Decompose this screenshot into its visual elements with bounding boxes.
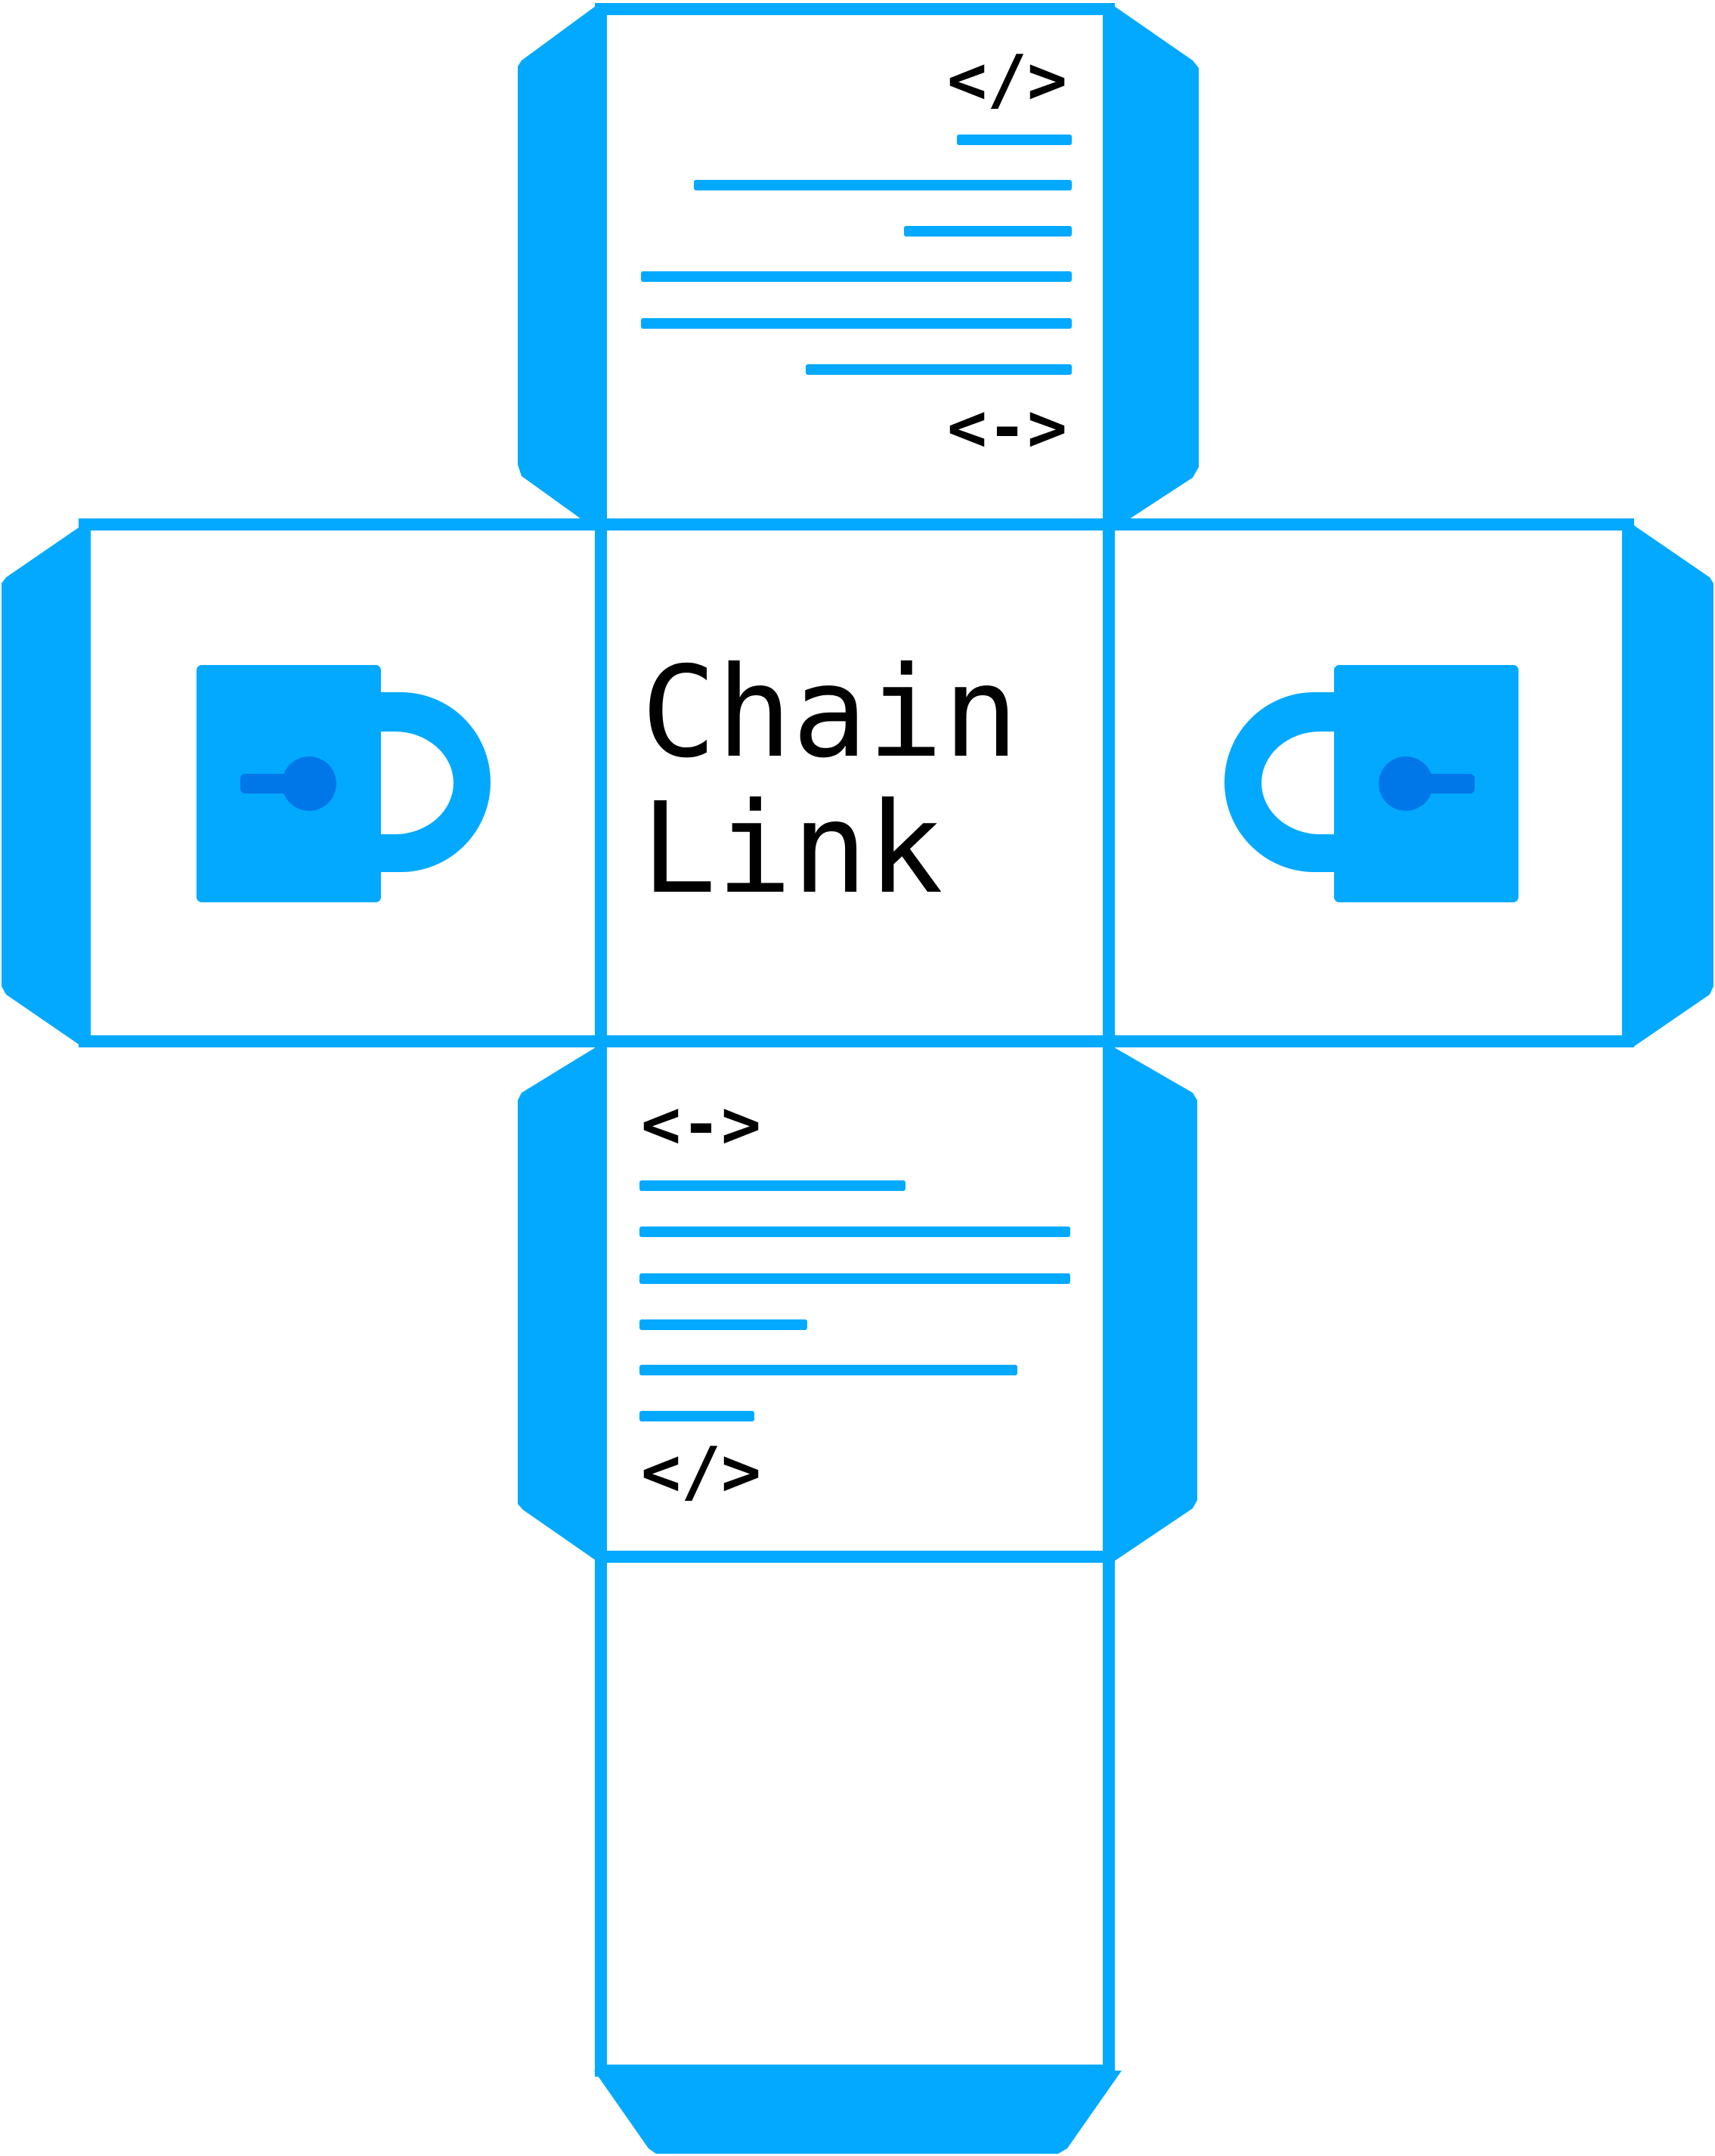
keyhole-slot (240, 774, 292, 793)
glue-tabs (2, 6, 1713, 2154)
code-lines-bottom (639, 1180, 1070, 1421)
code-line (639, 1180, 905, 1191)
glue-tab-bottom-left (518, 1047, 597, 1561)
glue-tab-left (2, 524, 83, 1047)
keyhole (282, 756, 336, 811)
title-line-1: Chain (641, 640, 1019, 786)
code-line (639, 1411, 754, 1421)
code-line (641, 318, 1072, 329)
center-face-content: Chain Link (641, 640, 1019, 922)
closing-tag-glyph-bottom: </> (641, 1433, 761, 1511)
lock-shackle (378, 692, 491, 872)
title-line-2: Link (641, 776, 943, 922)
glue-tab-top-right (1114, 6, 1199, 529)
arrow-glyph-bottom: <-> (641, 1085, 761, 1163)
keyhole-slot (1423, 774, 1475, 793)
face-top (595, 3, 1115, 530)
code-lines-top (641, 135, 1072, 375)
bottom-face-content: <-> </> (639, 1085, 1070, 1511)
code-line (904, 226, 1072, 237)
face-base (595, 1551, 1115, 2077)
lock-icon (1224, 665, 1518, 902)
keyhole (1379, 756, 1433, 811)
code-line (639, 1365, 1017, 1375)
glue-tab-top-left (518, 6, 597, 530)
code-line (641, 271, 1072, 282)
glue-tab-right (1633, 524, 1713, 1047)
closing-tag-glyph-top: </> (947, 41, 1067, 119)
code-line (639, 1319, 807, 1330)
lock-icon (197, 665, 491, 902)
glue-tab-bottom-right (1114, 1047, 1197, 1561)
face-bottom (595, 1035, 1115, 1563)
code-line (639, 1273, 1070, 1284)
code-line (957, 135, 1072, 145)
code-line (806, 364, 1072, 375)
code-line (694, 180, 1072, 190)
code-line (639, 1226, 1070, 1237)
top-face-content: </> <-> (641, 41, 1072, 466)
arrow-glyph-top: <-> (947, 388, 1067, 466)
glue-tab-base (594, 2071, 1122, 2154)
lock-shackle (1224, 692, 1337, 872)
